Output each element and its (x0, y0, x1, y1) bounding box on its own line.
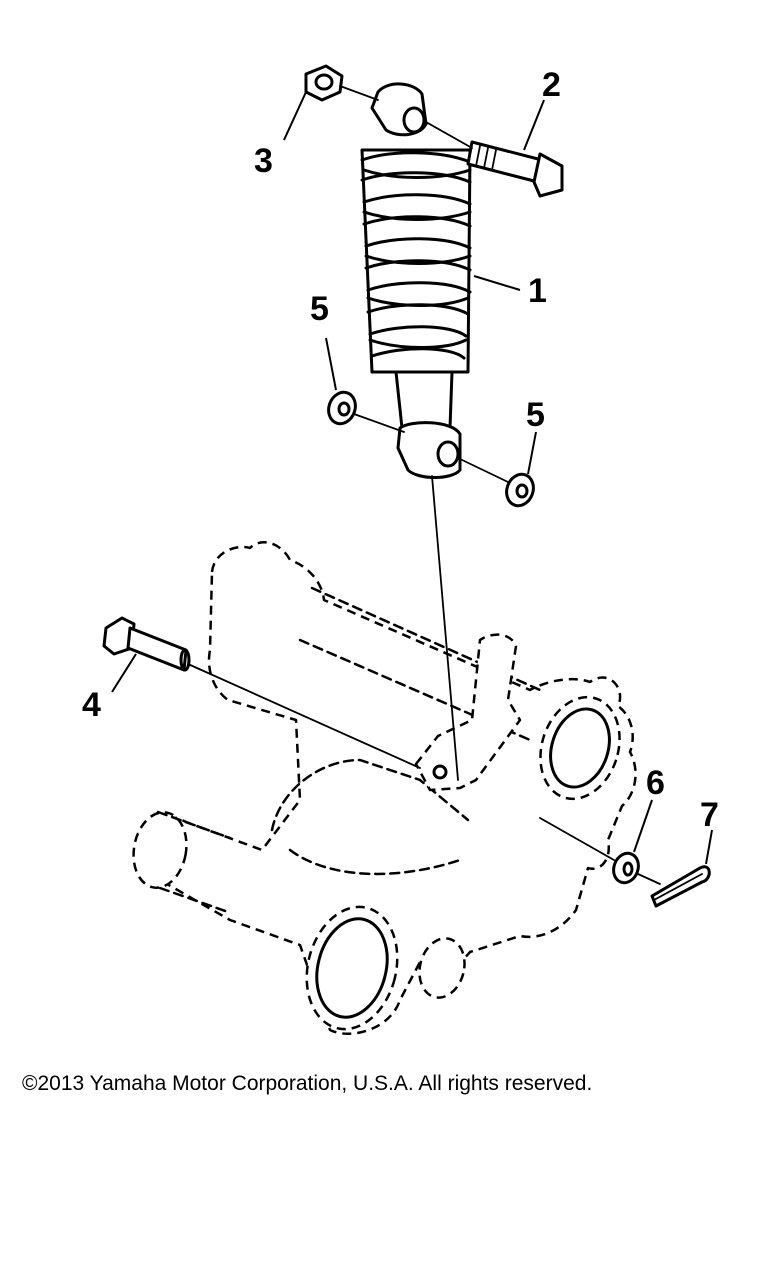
callout-2: 2 (542, 66, 561, 104)
cotter-pin (650, 865, 711, 908)
rear-suspension-exploded-diagram: 1 2 3 4 5 5 6 7 (82, 64, 719, 1035)
callout-leaders (111, 91, 713, 865)
callout-5-left: 5 (310, 290, 329, 328)
bolt-upper (466, 140, 564, 198)
callout-5-right: 5 (526, 396, 545, 434)
assembly-lines (187, 85, 661, 885)
collar-left (327, 390, 357, 426)
copyright-notice: ©2013 Yamaha Motor Corporation, U.S.A. A… (22, 1072, 593, 1095)
shock-absorber (360, 82, 472, 479)
swingarm (132, 541, 637, 1035)
collar-right (505, 472, 535, 508)
nut-upper (304, 64, 344, 102)
callout-7: 7 (700, 796, 719, 834)
washer (612, 851, 640, 885)
callout-3: 3 (254, 142, 273, 180)
callout-6: 6 (646, 764, 665, 802)
callout-4: 4 (82, 686, 101, 724)
bolt-pivot (102, 616, 191, 672)
callout-1: 1 (528, 272, 547, 310)
